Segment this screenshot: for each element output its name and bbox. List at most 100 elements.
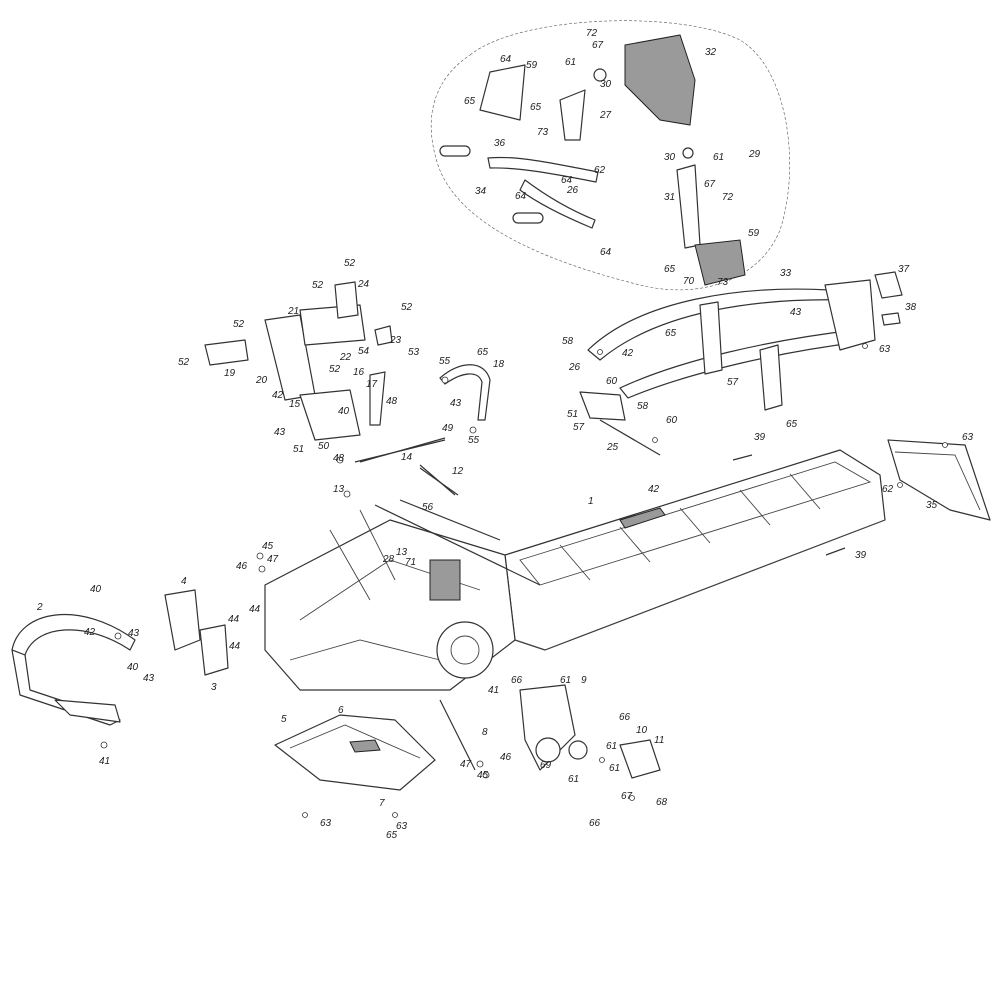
part-callout-40: 40 xyxy=(127,662,139,673)
part-callout-20: 20 xyxy=(255,375,268,386)
part-callout-27: 27 xyxy=(599,110,612,121)
part-callout-73: 73 xyxy=(717,277,729,288)
part-callout-72: 72 xyxy=(586,28,598,39)
part-callout-53: 53 xyxy=(408,347,420,358)
part-callout-65: 65 xyxy=(786,419,798,430)
front-chassis-frame xyxy=(264,509,516,691)
part-callout-40: 40 xyxy=(338,406,350,417)
part-callout-47: 47 xyxy=(460,759,472,770)
part-callout-61: 61 xyxy=(609,763,620,774)
part-callout-12: 12 xyxy=(452,466,464,477)
front-bumper-part-2 xyxy=(11,613,136,726)
part-callout-66: 66 xyxy=(619,712,631,723)
chaincase-part-9 xyxy=(519,684,588,771)
part-callout-62: 62 xyxy=(594,165,606,176)
part-callout-28: 28 xyxy=(382,554,395,565)
part-callout-61: 61 xyxy=(568,774,579,785)
seat-handle-detail xyxy=(439,34,746,286)
part-callout-65: 65 xyxy=(530,102,542,113)
part-callout-34: 34 xyxy=(475,186,487,197)
part-callout-41: 41 xyxy=(488,685,499,696)
part-callout-62: 62 xyxy=(882,484,894,495)
part-callout-44: 44 xyxy=(229,641,241,652)
part-callout-65: 65 xyxy=(464,96,476,107)
part-callout-4: 4 xyxy=(181,576,187,587)
part-callout-3: 3 xyxy=(211,682,217,693)
part-callout-58: 58 xyxy=(637,401,649,412)
part-callout-52: 52 xyxy=(401,302,413,313)
part-callout-19: 19 xyxy=(224,368,236,379)
part-callout-17: 17 xyxy=(366,379,378,390)
part-callout-50: 50 xyxy=(318,441,330,452)
part-callout-42: 42 xyxy=(648,484,660,495)
part-callout-10: 10 xyxy=(636,725,648,736)
part-callout-64: 64 xyxy=(500,54,512,65)
shock-part-8 xyxy=(439,699,476,771)
part-callout-26: 26 xyxy=(566,185,579,196)
skid-plate-part-5 xyxy=(274,714,436,791)
part-callout-51: 51 xyxy=(567,409,578,420)
part-callout-65: 65 xyxy=(477,347,489,358)
bracket-part-3 xyxy=(199,624,229,676)
part-callout-48: 48 xyxy=(386,396,398,407)
part-callout-2: 2 xyxy=(36,602,43,613)
part-callout-61: 61 xyxy=(606,741,617,752)
part-callout-42: 42 xyxy=(272,390,284,401)
part-callout-48: 48 xyxy=(333,453,345,464)
part-callout-63: 63 xyxy=(962,432,974,443)
part-callout-66: 66 xyxy=(511,675,523,686)
part-callout-47: 47 xyxy=(267,554,279,565)
part-callout-40: 40 xyxy=(90,584,102,595)
part-callout-43: 43 xyxy=(143,673,155,684)
part-callout-5: 5 xyxy=(281,714,287,725)
part-callout-30: 30 xyxy=(600,79,612,90)
part-callout-39: 39 xyxy=(754,432,766,443)
part-callout-43: 43 xyxy=(790,307,802,318)
part-callout-51: 51 xyxy=(293,444,304,455)
part-callout-32: 32 xyxy=(705,47,717,58)
part-callout-16: 16 xyxy=(353,367,365,378)
rod-part-12 xyxy=(419,464,456,496)
part-callout-26: 26 xyxy=(568,362,581,373)
part-callout-52: 52 xyxy=(329,364,341,375)
part-callout-61: 61 xyxy=(565,57,576,68)
part-callout-13: 13 xyxy=(396,547,408,558)
part-callout-33: 33 xyxy=(780,268,792,279)
part-callout-9: 9 xyxy=(581,675,587,686)
part-callout-52: 52 xyxy=(233,319,245,330)
part-callout-55: 55 xyxy=(468,435,480,446)
part-callout-54: 54 xyxy=(358,346,370,357)
part-callout-42: 42 xyxy=(84,627,96,638)
part-callout-46: 46 xyxy=(236,561,248,572)
part-callout-71: 71 xyxy=(405,557,416,568)
part-callout-18: 18 xyxy=(493,359,505,370)
footrest-bracket-group xyxy=(204,281,393,441)
part-callout-43: 43 xyxy=(128,628,140,639)
part-callout-61: 61 xyxy=(560,675,571,686)
part-callout-52: 52 xyxy=(312,280,324,291)
rod-part-14 xyxy=(354,439,446,463)
part-callout-72: 72 xyxy=(722,192,734,203)
part-callout-37: 37 xyxy=(898,264,910,275)
part-callout-61: 61 xyxy=(713,152,724,163)
tunnel-part-1 xyxy=(504,449,886,651)
part-callout-69: 69 xyxy=(540,760,552,771)
part-callout-63: 63 xyxy=(879,344,891,355)
bracket-part-10 xyxy=(619,739,661,779)
part-callout-36: 36 xyxy=(494,138,506,149)
part-callout-58: 58 xyxy=(562,336,574,347)
part-callout-22: 22 xyxy=(339,352,352,363)
part-callout-6: 6 xyxy=(338,705,344,716)
part-callout-49: 49 xyxy=(442,423,454,434)
part-callout-35: 35 xyxy=(926,500,938,511)
part-callout-63: 63 xyxy=(396,821,408,832)
part-callout-38: 38 xyxy=(905,302,917,313)
part-callout-24: 24 xyxy=(357,279,370,290)
part-callout-44: 44 xyxy=(249,604,261,615)
part-callout-63: 63 xyxy=(320,818,332,829)
part-callout-45: 45 xyxy=(262,541,274,552)
part-callout-59: 59 xyxy=(526,60,538,71)
